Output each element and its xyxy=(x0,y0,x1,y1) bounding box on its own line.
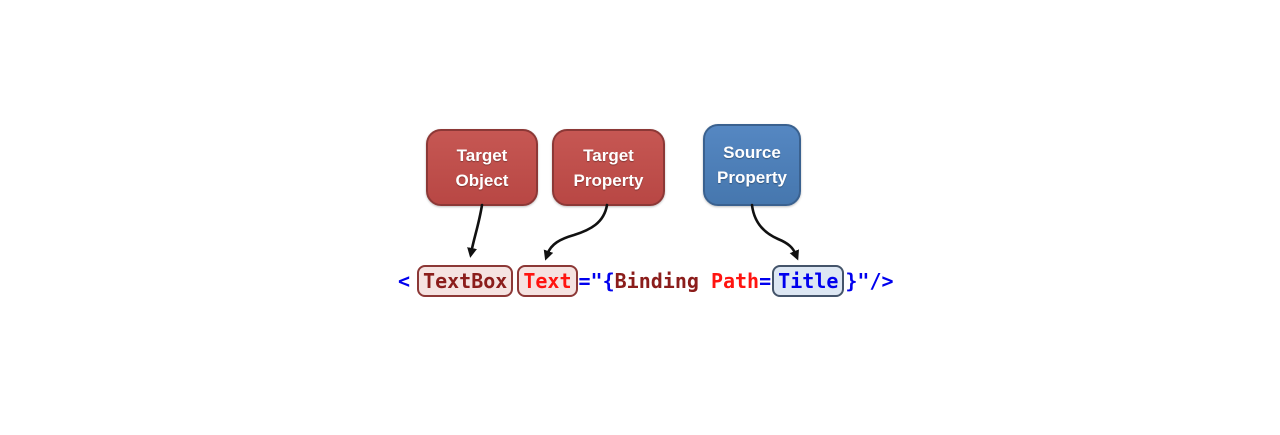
node-target-object: Target Object xyxy=(426,129,538,206)
node-label-line: Target xyxy=(456,145,508,165)
node-label-line: Property xyxy=(717,168,787,187)
node-label-line: Target xyxy=(583,145,634,165)
node-source-property: Source Property xyxy=(703,124,801,206)
xaml-code-line: < TextBox Text ="{ Binding Path = Title … xyxy=(398,262,894,300)
code-equals: = xyxy=(759,269,772,293)
code-highlight-title: Title xyxy=(772,265,845,297)
node-label-line: Object xyxy=(455,170,509,190)
code-equals-quote-brace: ="{ xyxy=(578,269,615,293)
code-binding-keyword: Binding xyxy=(614,269,699,293)
arrow-target-object-to-textbox xyxy=(467,203,484,258)
code-path-value: Title xyxy=(778,269,839,293)
code-highlight-text: Text xyxy=(517,265,578,297)
arrow-target-property-to-text xyxy=(543,203,609,261)
code-open-angle: < xyxy=(398,269,411,293)
node-target-property: Target Property xyxy=(552,129,665,206)
code-attribute-name: Text xyxy=(523,269,572,293)
node-label-line: Property xyxy=(573,170,644,190)
code-highlight-textbox: TextBox xyxy=(417,265,514,297)
code-element-name: TextBox xyxy=(423,269,508,293)
node-label-line: Source xyxy=(723,143,781,162)
code-path-keyword: Path xyxy=(710,269,760,293)
arrow-source-property-to-title xyxy=(750,203,799,261)
code-close-sequence: }"/> xyxy=(845,269,894,293)
